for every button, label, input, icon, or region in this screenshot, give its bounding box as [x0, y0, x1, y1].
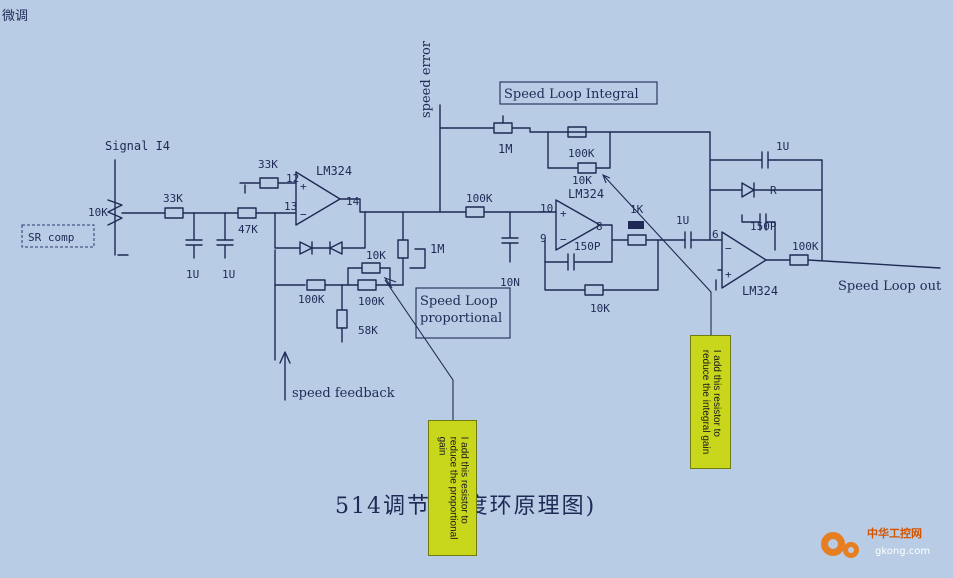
- integral-pointer: [603, 175, 712, 335]
- resistor-100k-a: [306, 279, 326, 291]
- input-pot: [107, 199, 123, 226]
- cap-1u-c-label: 1U: [676, 214, 689, 227]
- logo-text: 中华工控网: [867, 526, 922, 540]
- note-integral: I add this resistor to reduce the integr…: [690, 335, 731, 469]
- proportional-pointer: [384, 279, 454, 420]
- opamp-3: [721, 231, 767, 289]
- cap-150p-b-label: 150P: [750, 220, 777, 233]
- cap-150p-a-label: 150P: [574, 240, 601, 253]
- opamp-1-label: LM324: [316, 164, 352, 178]
- output-line: [807, 259, 941, 269]
- opamp-3-label: LM324: [742, 284, 778, 298]
- cap-1u-b: [216, 212, 234, 259]
- corner-text: 微调: [2, 9, 28, 24]
- svg-text:+: +: [725, 268, 732, 281]
- resistor-100k-out-label: 100K: [792, 240, 819, 253]
- cap-10n: [501, 211, 519, 263]
- cap-1u-c: [684, 231, 692, 249]
- opamp-1: [295, 171, 341, 226]
- resistor-100k-b-label: 100K: [358, 295, 385, 308]
- cap-150p-b: [741, 213, 776, 251]
- speed-error-label: speed error: [419, 40, 434, 118]
- resistor-47k-label: 47K: [238, 223, 258, 236]
- resistor-100k-mid: [465, 206, 485, 218]
- cap-1u-a-label: 1U: [186, 268, 199, 281]
- input-box-label: SR comp: [28, 231, 74, 244]
- resistor-10k-int: [577, 162, 597, 174]
- diode-1: [299, 241, 313, 255]
- opamp-2: [555, 199, 601, 251]
- svg-text:−: −: [560, 233, 567, 246]
- logo-url: gkong.com: [875, 546, 930, 557]
- pot-1m-int: [493, 122, 513, 134]
- resistor-58k: [336, 309, 348, 329]
- resistor-100k-b: [357, 279, 377, 291]
- svg-text:−: −: [725, 242, 732, 255]
- note-proportional-text: I add this resistor to reduce the propor…: [436, 436, 469, 540]
- note-proportional: I add this resistor to reduce the propor…: [428, 420, 477, 556]
- resistor-47k: [237, 207, 257, 219]
- resistor-10k-prop: [361, 262, 381, 274]
- resistor-100k-a-label: 100K: [298, 293, 325, 306]
- resistor-10k-fb: [584, 284, 604, 296]
- signal-in-label: Signal I4: [105, 139, 170, 153]
- input-pot-label: 10K: [88, 206, 108, 219]
- pin9-label: 9: [540, 232, 547, 245]
- pot-1m-int-label: 1M: [498, 142, 512, 156]
- speed-loop-integral-label: Speed Loop Integral: [504, 87, 639, 102]
- resistor-33k-b: [259, 177, 279, 189]
- cap-10n-label: 10N: [500, 276, 520, 289]
- svg-text:−: −: [300, 208, 307, 221]
- pin10-label: 10: [540, 202, 553, 215]
- pin8-label: 8: [596, 220, 603, 233]
- pin13-label: 13: [284, 200, 297, 213]
- note-integral-text: I add this resistor to reduce the integr…: [699, 349, 722, 455]
- resistor-1k: [627, 234, 647, 246]
- speed-loop-proportional-box: [415, 287, 511, 339]
- speed-feedback-arrow: [279, 351, 291, 401]
- resistor-100k-int-label: 100K: [568, 147, 595, 160]
- svg-text:+: +: [300, 180, 307, 193]
- speed-feedback-label: speed feedback: [292, 386, 395, 401]
- diode-3: [709, 182, 823, 198]
- resistor-10k-fb-label: 10K: [590, 302, 610, 315]
- speed-loop-out-label: Speed Loop out: [838, 279, 942, 294]
- gear-icon: 中华工控网 gkong.com: [821, 526, 930, 558]
- input-box: [21, 224, 95, 248]
- resistor-10k-prop-label: 10K: [366, 249, 386, 262]
- resistor-58k-label: 58K: [358, 324, 378, 337]
- svg-text:R: R: [770, 184, 777, 197]
- cap-1u-d: [709, 151, 823, 261]
- cap-1u-d-label: 1U: [776, 140, 789, 153]
- pin12-label: 12: [286, 172, 299, 185]
- opamp-2-label: LM324: [568, 187, 604, 201]
- resistor-33k-a: [164, 207, 184, 219]
- resistor-100k-mid-label: 100K: [466, 192, 493, 205]
- zener-diode: [628, 221, 644, 229]
- gkong-logo: 中华工控网 gkong.com: [815, 520, 945, 570]
- resistor-100k-int: [567, 126, 587, 138]
- cap-1u-b-label: 1U: [222, 268, 235, 281]
- resistor-10k-int-label: 10K: [572, 174, 592, 187]
- diode-2: [329, 241, 343, 255]
- pot-1m-prop: [397, 239, 409, 259]
- svg-text:+: +: [560, 207, 567, 220]
- pin6-label: 6: [712, 228, 719, 241]
- resistor-100k-out: [789, 254, 809, 266]
- speed-loop-proportional-label: Speed Loop proportional: [420, 294, 502, 326]
- speed-loop-integral-box: [499, 81, 658, 105]
- pin14-label: 14: [346, 195, 360, 208]
- cap-1u-a: [185, 212, 203, 259]
- resistor-33k-b-label: 33K: [258, 158, 278, 171]
- resistor-33k-a-label: 33K: [163, 192, 183, 205]
- pot-1m-prop-label: 1M: [430, 242, 444, 256]
- resistor-1k-label: 1K: [630, 203, 644, 216]
